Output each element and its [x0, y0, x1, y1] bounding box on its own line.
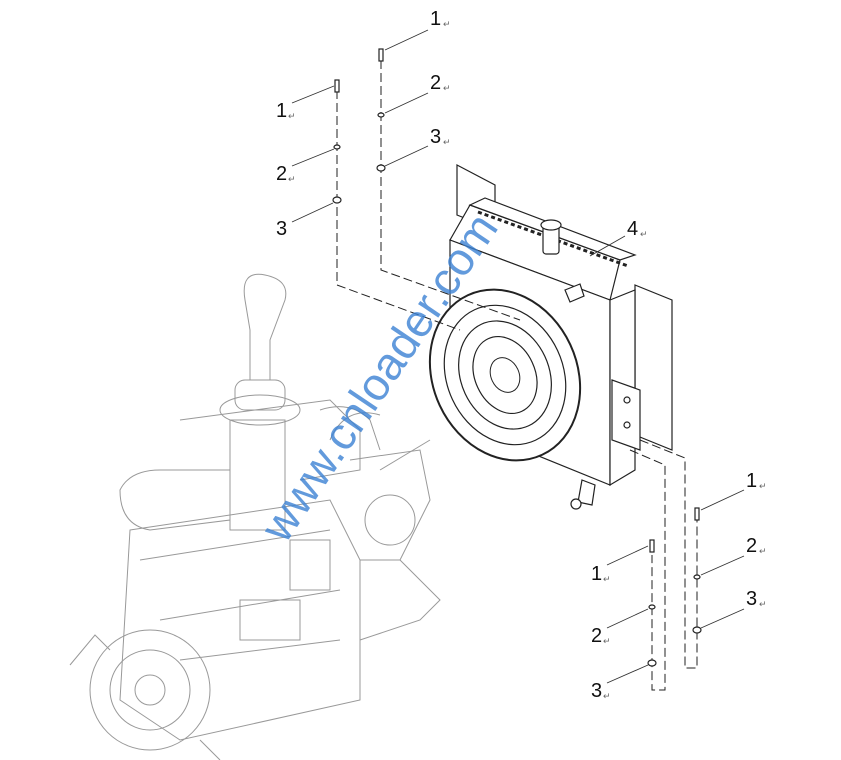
fastener-group-b [376, 29, 521, 321]
callout-radiator: 4 [627, 218, 638, 240]
return-mark: ↵ [288, 111, 296, 121]
callout-a3: 3 [276, 218, 287, 240]
callout-c3: 3 [746, 588, 757, 610]
nut-icon [692, 626, 702, 634]
washer-icon [377, 112, 385, 118]
callout-d1: 1 [591, 563, 602, 585]
return-mark: ↵ [759, 546, 767, 556]
nut-icon [376, 164, 386, 172]
fastener-group-c [639, 439, 745, 669]
radiator-leader [589, 235, 626, 257]
callout-d3: 3 [591, 680, 602, 702]
return-mark: ↵ [759, 481, 767, 491]
callout-b1: 1 [430, 8, 441, 30]
fan-guard [428, 288, 582, 462]
return-mark: ↵ [603, 574, 611, 584]
callout-c2: 2 [746, 535, 757, 557]
bolt-icon [694, 507, 700, 521]
return-mark: ↵ [443, 19, 451, 29]
callout-b2: 2 [430, 72, 441, 94]
return-mark: ↵ [603, 636, 611, 646]
return-mark: ↵ [759, 599, 767, 609]
return-mark: ↵ [288, 174, 296, 184]
bolt-icon [649, 539, 655, 553]
callouts: 1 ↵ 2 ↵ 3 1 ↵ 2 ↵ 3 ↵ 4 ↵ 1 ↵ 2 ↵ 3 ↵ 1 … [276, 8, 767, 702]
return-mark: ↵ [443, 137, 451, 147]
engine-drawing [69, 273, 441, 760]
callout-b3: 3 [430, 126, 441, 148]
return-mark: ↵ [603, 691, 611, 701]
nut-icon [332, 196, 342, 204]
bolt-icon [378, 48, 384, 62]
callout-a2: 2 [276, 163, 287, 185]
bolt-icon [334, 79, 340, 93]
washer-icon [693, 574, 701, 580]
return-mark: ↵ [443, 83, 451, 93]
fastener-group-a [291, 79, 461, 331]
nut-icon [647, 659, 657, 667]
washer-icon [648, 604, 656, 610]
callout-c1: 1 [746, 470, 757, 492]
radiator-drawing [428, 164, 673, 510]
fastener-group-d [606, 449, 666, 691]
callout-d2: 2 [591, 625, 602, 647]
callout-a1: 1 [276, 100, 287, 122]
return-mark: ↵ [640, 229, 648, 239]
washer-icon [333, 144, 341, 150]
